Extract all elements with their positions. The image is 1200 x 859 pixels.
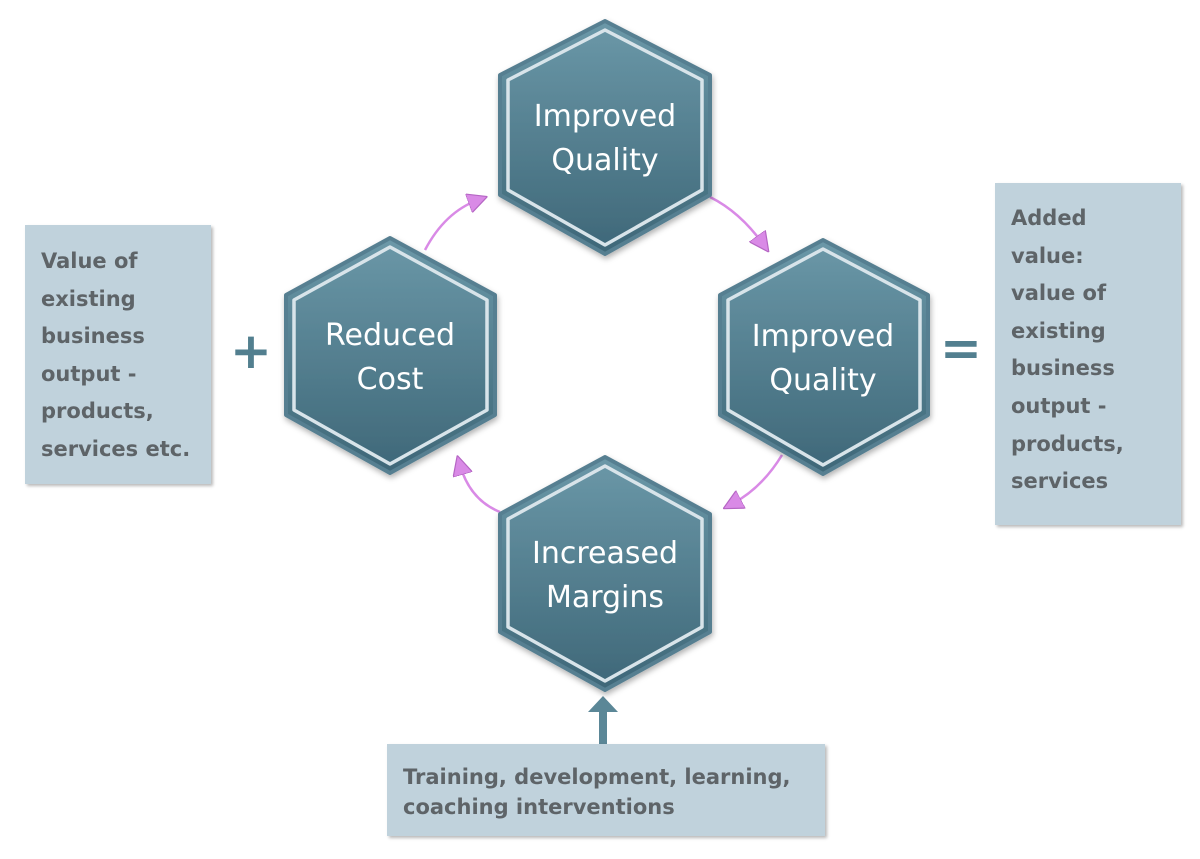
- cycle-arrow-quality-to-quality: [709, 195, 763, 244]
- equals-operator: =: [940, 319, 982, 377]
- hexagon-improved-quality-top: Improved Quality: [498, 19, 712, 256]
- hexagon-right-label-line1: Improved: [752, 319, 894, 354]
- hexagon-reduced-cost: Reduced Cost: [284, 236, 497, 475]
- added-value-text: Added value: value of existing business …: [1011, 206, 1124, 494]
- added-value-box: Added value: value of existing business …: [995, 183, 1181, 525]
- plus-operator: +: [230, 322, 272, 380]
- interventions-text: Training, development, learning, coachin…: [403, 765, 791, 819]
- input-arrow: [588, 696, 618, 744]
- cycle-arrow-quality-to-margins: [732, 454, 784, 504]
- hexagon-left-label-line2: Cost: [357, 362, 424, 397]
- interventions-box: Training, development, learning, coachin…: [387, 744, 825, 836]
- cycle-arrow-cost-to-quality: [423, 200, 478, 251]
- cycle-arrow-margins-to-cost: [460, 465, 501, 514]
- existing-value-box: Value of existing business output - prod…: [25, 225, 211, 484]
- hexagon-top-label-line2: Quality: [551, 143, 658, 178]
- existing-value-text: Value of existing business output - prod…: [41, 249, 191, 461]
- hexagon-top-label-line1: Improved: [534, 99, 676, 134]
- hexagon-right-label-line2: Quality: [769, 363, 876, 398]
- hexagon-improved-quality-right: Improved Quality: [718, 238, 930, 476]
- hexagon-bottom-label-line2: Margins: [546, 580, 664, 615]
- hexagon-bottom-label-line1: Increased: [532, 536, 678, 571]
- hexagon-left-label-line1: Reduced: [325, 318, 455, 353]
- hexagon-increased-margins: Increased Margins: [498, 455, 712, 692]
